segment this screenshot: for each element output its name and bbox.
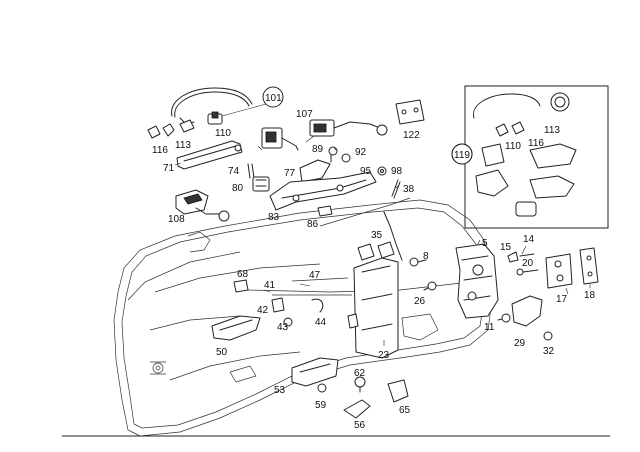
callout-65: 65 <box>399 405 411 416</box>
callout-108: 108 <box>168 214 185 225</box>
callout-110: 110 <box>215 128 231 139</box>
callout-ring-119 <box>451 143 473 165</box>
callout-14: 14 <box>523 234 535 245</box>
handle-53 <box>291 357 339 387</box>
callout-107: 107 <box>296 109 313 120</box>
bracket-108 <box>175 189 230 222</box>
callout-32: 32 <box>543 346 555 357</box>
plate-18 <box>579 247 599 285</box>
cap-56 <box>343 399 371 419</box>
lock-cylinder-110 <box>261 127 299 151</box>
callout-50: 50 <box>216 347 228 358</box>
screw-11-32 <box>497 313 553 341</box>
callout-98: 98 <box>391 166 403 177</box>
rod-35 <box>383 211 403 261</box>
outside-handle-71 <box>174 140 243 170</box>
callout-8: 8 <box>423 251 429 262</box>
callout-23: 23 <box>378 350 390 361</box>
callout-47: 47 <box>309 270 321 281</box>
callout-113: 113 <box>175 140 191 151</box>
clip-86 <box>317 205 333 217</box>
callout-80: 80 <box>232 183 244 194</box>
lock-barrel-80 <box>252 176 270 192</box>
part-68 <box>233 279 249 293</box>
callout-122: 122 <box>403 130 420 141</box>
callout-44: 44 <box>315 317 327 328</box>
callout-11: 11 <box>484 322 495 333</box>
door-lock-5 <box>455 243 499 319</box>
callout-62: 62 <box>354 368 366 379</box>
callout-74: 74 <box>228 166 240 177</box>
callout-17: 17 <box>556 294 568 305</box>
callout-77: 77 <box>284 168 296 179</box>
trim-plate-122 <box>395 99 425 125</box>
screws-89-92 <box>328 146 351 163</box>
striker-17 <box>545 253 573 289</box>
callout-26: 26 <box>414 296 426 307</box>
callout-15: 15 <box>500 242 512 253</box>
callout-119: 119 <box>454 150 470 161</box>
callout-86: 86 <box>307 219 319 230</box>
handle-frame-83 <box>269 171 377 211</box>
callout-20: 20 <box>522 258 534 269</box>
callout-71: 71 <box>163 163 175 174</box>
cover-65 <box>387 379 409 403</box>
callout-38: 38 <box>403 184 415 195</box>
screw-15-14-20 <box>507 251 539 276</box>
callout-89: 89 <box>312 144 324 155</box>
callout-83: 83 <box>268 212 280 223</box>
handle-cover-77 <box>299 159 331 183</box>
screw-59-62 <box>317 376 366 393</box>
callout-35: 35 <box>371 230 383 241</box>
callout-113-inset: 113 <box>544 125 560 136</box>
handle-50 <box>211 315 261 341</box>
callout-68: 68 <box>237 269 249 280</box>
pin-74 <box>247 163 255 179</box>
part-42-43-44 <box>271 297 324 327</box>
callout-92: 92 <box>355 147 367 158</box>
callout-59: 59 <box>315 400 327 411</box>
callout-labels: 101 110 116 113 71 74 80 108 107 89 92 7… <box>152 93 596 431</box>
callout-95: 95 <box>360 166 372 177</box>
cable-assembly-101 <box>171 86 284 125</box>
screw-8-26 <box>409 257 437 291</box>
callout-116: 116 <box>152 145 168 156</box>
callout-43: 43 <box>277 322 289 333</box>
inset-parts <box>451 92 577 217</box>
clip-116-113 <box>147 119 195 139</box>
callout-29: 29 <box>514 338 526 349</box>
callout-5: 5 <box>482 238 488 249</box>
rod-38 <box>391 179 401 199</box>
carrier-23 <box>347 241 399 359</box>
callout-116-inset: 116 <box>528 138 544 149</box>
callout-101: 101 <box>265 93 282 104</box>
door-panel-outline <box>113 197 493 437</box>
callout-18: 18 <box>584 290 596 301</box>
callout-42: 42 <box>257 305 269 316</box>
small-parts-95-98 <box>377 166 387 176</box>
callout-110-inset: 110 <box>505 141 521 152</box>
callout-53: 53 <box>274 385 286 396</box>
cable-107 <box>309 119 388 137</box>
callout-41: 41 <box>264 280 276 291</box>
bracket-29 <box>511 295 543 327</box>
callout-56: 56 <box>354 420 366 431</box>
leader-lines <box>257 135 591 346</box>
